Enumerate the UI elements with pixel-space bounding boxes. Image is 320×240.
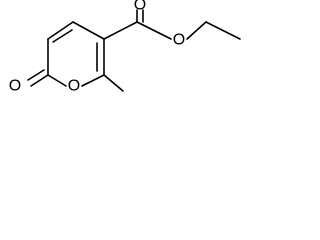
- molecule-drawing: O O O O: [9, 0, 241, 95]
- bond-ring-bottom-right: [81, 74, 105, 87]
- atom-label-lactone-carbonyl-oxygen: O: [9, 78, 21, 95]
- atom-label-ester-ether-oxygen: O: [173, 32, 185, 49]
- bond-ring-top-left-inner: [52, 29, 73, 43]
- bond-ester-c-o: [136, 21, 172, 40]
- bond-ch2-ch3: [205, 21, 241, 40]
- atom-label-ester-carbonyl-oxygen: O: [134, 0, 146, 14]
- bond-lactone-co-b: [27, 69, 45, 81]
- bond-ring-top-left: [47, 21, 74, 40]
- bond-ring-lower-left: [47, 74, 67, 87]
- bond-ring-top-right: [72, 21, 105, 40]
- bond-o-ch2: [186, 21, 207, 40]
- structure-diagram: O O O O: [0, 0, 254, 138]
- bond-lactone-co-a: [30, 74, 49, 87]
- atom-label-ring-oxygen: O: [68, 78, 80, 95]
- bond-methyl: [103, 74, 124, 92]
- bond-ring-to-ester-c: [103, 21, 138, 40]
